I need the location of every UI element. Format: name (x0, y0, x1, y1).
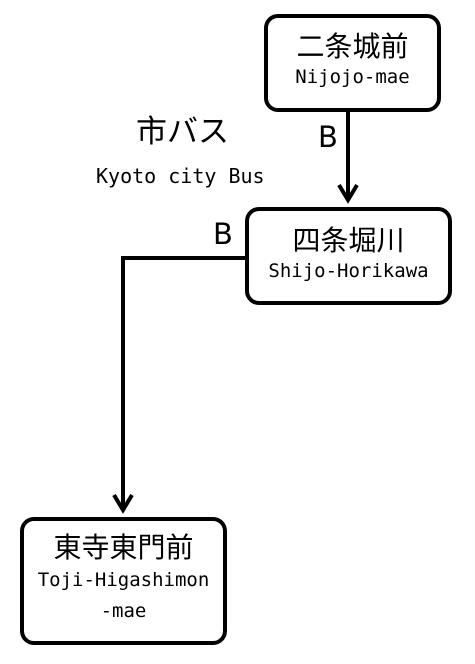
route-line-label: B (213, 217, 233, 251)
route-name-ja: 市バス (136, 114, 229, 150)
route-line-shijo-to-toji (121, 256, 245, 506)
stop-name-ja: 四条堀川 (292, 224, 405, 257)
stop-name-en: Shijo-Horikawa (268, 260, 429, 282)
stop-name-en-line-2: -mae (100, 600, 147, 622)
route-name-en: Kyoto city Bus (96, 164, 265, 188)
route-line-label: B (318, 120, 338, 154)
stop-name-en: Nijojo-mae (295, 66, 410, 88)
stop-box-shijo-horikawa: 四条堀川 Shijo-Horikawa (245, 207, 452, 305)
arrow-head-down-icon (337, 183, 359, 204)
route-segment-2 (112, 256, 245, 514)
arrow-head-down-icon (112, 493, 134, 514)
stop-name-en-line-1: Toji-Higashimon (37, 569, 210, 591)
stop-box-nijojo-mae: 二条城前 Nijojo-mae (264, 14, 441, 112)
stop-name-ja: 二条城前 (296, 30, 409, 63)
stop-box-toji-higashimon-mae: 東寺東門前 Toji-Higashimon -mae (20, 517, 227, 645)
stop-name-ja: 東寺東門前 (53, 531, 194, 564)
route-segment-1 (337, 112, 359, 204)
